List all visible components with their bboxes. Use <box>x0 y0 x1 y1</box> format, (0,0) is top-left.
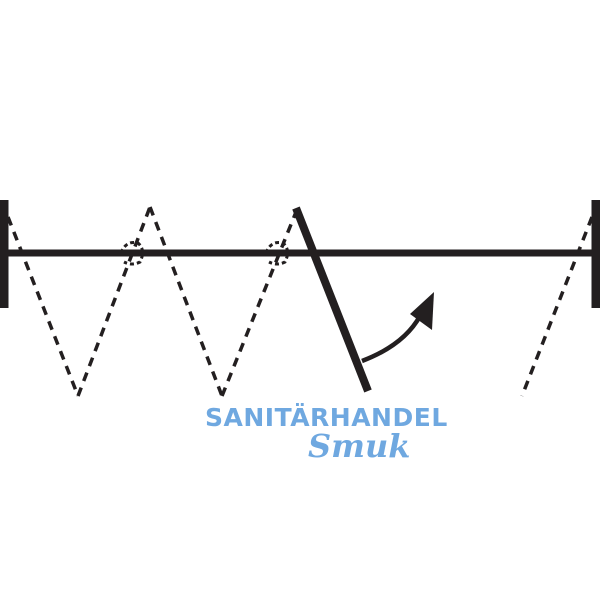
rotate-arrow-head <box>410 292 434 330</box>
dashed-segment-3 <box>148 206 224 397</box>
rotate-arrow-icon <box>361 292 434 364</box>
watermark-line2: Smuk <box>308 427 410 465</box>
dashed-segment-5 <box>520 216 594 397</box>
folded-segments <box>6 206 594 397</box>
watermark-line1: SANITÄRHANDEL <box>205 402 448 432</box>
dashed-segment-4 <box>220 206 300 397</box>
dashed-segment-1 <box>6 216 80 397</box>
dashed-segment-2 <box>76 206 152 397</box>
swing-arm <box>292 206 372 393</box>
rotate-arrow-curve <box>361 314 422 364</box>
watermark-logo: SANITÄRHANDEL Smuk <box>205 402 448 465</box>
